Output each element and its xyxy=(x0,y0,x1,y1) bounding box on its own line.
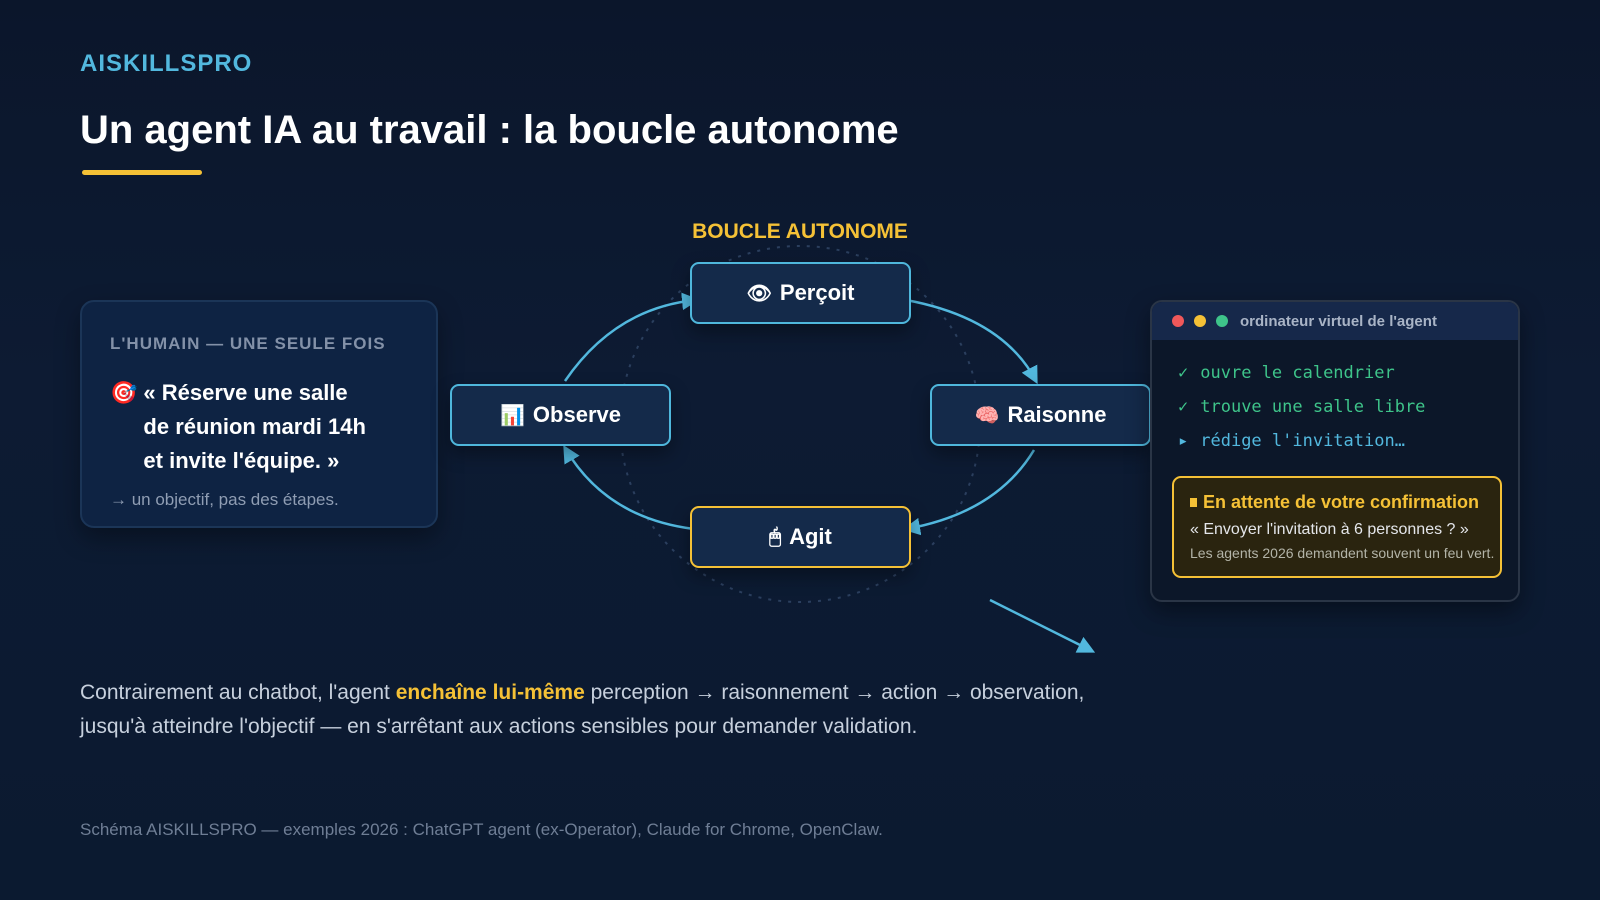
quote-line: « Réserve une salle xyxy=(143,380,348,405)
node-label: Perçoit xyxy=(779,280,855,305)
check-icon: ✓ xyxy=(1178,363,1189,383)
vm-log-line: ✓ ouvre le calendrier xyxy=(1178,356,1492,390)
brain-icon: 🧠 xyxy=(974,404,1000,427)
confirmation-note: Les agents 2026 demandent souvent un feu… xyxy=(1190,545,1495,561)
window-close-dot xyxy=(1172,315,1184,327)
window-minimize-dot xyxy=(1194,315,1206,327)
title-underline xyxy=(82,170,202,175)
eye-icon: 👁 xyxy=(746,282,772,305)
vm-log: ✓ ouvre le calendrier ✓ trouve une salle… xyxy=(1152,340,1518,458)
quote-line: de réunion mardi 14h xyxy=(143,414,366,439)
loop-label: BOUCLE AUTONOME xyxy=(692,220,908,243)
node-label: Raisonne xyxy=(1007,402,1107,427)
footer-source: Schéma AISKILLSPRO — exemples 2026 : Cha… xyxy=(80,820,883,839)
quote-line: et invite l'équipe. » xyxy=(143,448,340,473)
play-icon: ▸ xyxy=(1178,431,1189,451)
human-note: → un objectif, pas des étapes. xyxy=(110,490,339,509)
confirmation-title: En attente de votre confirmation xyxy=(1190,492,1484,513)
vm-title: ordinateur virtuel de l'agent xyxy=(1240,312,1437,330)
window-maximize-dot xyxy=(1216,315,1228,327)
agent-virtual-computer: ordinateur virtuel de l'agent ✓ ouvre le… xyxy=(1150,300,1520,602)
arrow-raisonne-to-agit xyxy=(902,449,1036,536)
arrow-agit-to-observe xyxy=(563,444,695,531)
mouse-icon: 🖱 xyxy=(769,525,782,548)
human-quote: 🎯 « Réserve une salle de réunion mardi 1… xyxy=(110,376,408,478)
target-icon: 🎯 xyxy=(110,380,138,405)
arrow-to-confirmation xyxy=(989,598,1096,653)
vm-title-bar: ordinateur virtuel de l'agent xyxy=(1152,302,1518,340)
arrow-percoit-to-raisonne xyxy=(905,298,1038,385)
node-percoit: 👁 Perçoit xyxy=(690,262,911,324)
arrow-observe-to-percoit xyxy=(563,292,700,382)
confirmation-title-text: En attente de votre confirmation xyxy=(1203,492,1480,512)
node-label: Observe xyxy=(532,402,621,427)
node-observe: 📊 Observe xyxy=(450,384,671,446)
explanation-text: Contrairement au chatbot, l'agent enchaî… xyxy=(80,676,1160,744)
vm-log-text: rédige l'invitation… xyxy=(1200,431,1405,451)
check-icon: ✓ xyxy=(1178,397,1189,417)
explanation-part: Contrairement au chatbot, l'agent xyxy=(80,681,396,704)
vm-log-line: ▸ rédige l'invitation… xyxy=(1178,424,1492,458)
explanation-part: perception → raisonnement → action → obs… xyxy=(584,681,1085,704)
pause-icon xyxy=(1190,498,1197,507)
page-title: Un agent IA au travail : la boucle auton… xyxy=(80,108,899,152)
vm-log-text: trouve une salle libre xyxy=(1200,397,1426,417)
explanation-line-2: jusqu'à atteindre l'objectif — en s'arrê… xyxy=(80,715,918,738)
confirmation-prompt[interactable]: En attente de votre confirmation « Envoy… xyxy=(1172,476,1502,578)
node-label: Agit xyxy=(789,524,832,549)
vm-log-text: ouvre le calendrier xyxy=(1200,363,1395,383)
bar-chart-icon: 📊 xyxy=(500,404,525,427)
explanation-highlight: enchaîne lui-même xyxy=(395,681,585,704)
node-raisonne: 🧠 Raisonne xyxy=(930,384,1151,446)
confirmation-question: « Envoyer l'invitation à 6 personnes ? » xyxy=(1190,521,1469,538)
vm-log-line: ✓ trouve une salle libre xyxy=(1178,390,1492,424)
node-agit: 🖱 Agit xyxy=(690,506,911,568)
human-instruction-card: L'HUMAIN — UNE SEULE FOIS 🎯 « Réserve un… xyxy=(80,300,438,528)
brand-logo: AISKILLSPRO xyxy=(80,50,253,77)
human-eyebrow: L'HUMAIN — UNE SEULE FOIS xyxy=(110,334,386,353)
